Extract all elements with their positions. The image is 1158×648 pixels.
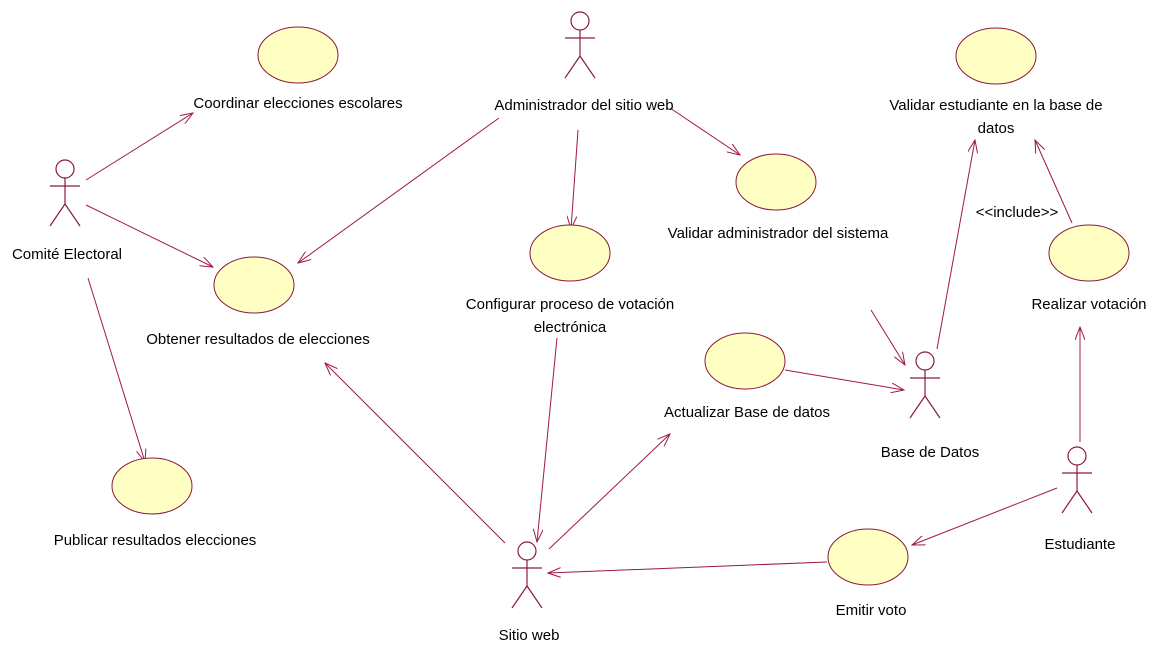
include-stereotype-label: <<include>> — [976, 204, 1059, 221]
actors-layer: Comité Electoral Administrador del sitio … — [12, 11, 1116, 644]
actor-label: Comité Electoral — [12, 246, 122, 263]
association-configurar-sitio — [537, 337, 558, 542]
actor-left-leg — [511, 585, 528, 609]
actor-label: Sitio web — [499, 627, 560, 644]
association-realizar-validarest — [1035, 140, 1073, 224]
usecase-label: Emitir voto — [836, 602, 907, 619]
association-admin-configurar — [571, 129, 579, 229]
usecase-label: datos — [978, 120, 1015, 137]
actor-left-leg — [564, 55, 581, 79]
actor-label: Administrador del sitio web — [494, 97, 673, 114]
usecase-label: Actualizar Base de datos — [664, 404, 830, 421]
usecase-label: Configurar proceso de votación — [466, 296, 674, 313]
usecase-label: Validar estudiante en la base de — [889, 97, 1102, 114]
actor-left-leg — [1061, 490, 1078, 514]
usecase-realizar[interactable]: Realizar votación — [1031, 224, 1147, 313]
association-comite-publicar — [87, 277, 145, 462]
actor-right-leg — [64, 203, 81, 227]
usecase-validarest[interactable]: Validar estudiante en la base de datos — [889, 27, 1103, 137]
relations-layer: <<include>> — [85, 107, 1080, 573]
association-estudiante-emitir — [912, 487, 1058, 545]
actor-estudiante[interactable]: Estudiante — [1045, 446, 1116, 553]
usecase-ellipse[interactable] — [111, 457, 193, 515]
usecase-label: Publicar resultados elecciones — [54, 532, 257, 549]
association-stub-basedatos — [870, 309, 905, 365]
association-comite-obtener — [85, 204, 213, 267]
usecase-ellipse[interactable] — [955, 27, 1037, 85]
usecase-ellipse[interactable] — [704, 332, 786, 390]
actor-head — [915, 351, 935, 371]
usecase-obtener[interactable]: Obtener resultados de elecciones — [146, 256, 370, 348]
association-sitio-actualizar — [548, 434, 670, 550]
actor-label: Estudiante — [1045, 536, 1116, 553]
usecase-label: Obtener resultados de elecciones — [146, 331, 369, 348]
usecase-configurar[interactable]: Configurar proceso de votación electrónic… — [466, 224, 674, 336]
actor-right-leg — [924, 395, 941, 419]
association-admin-validaradmin — [669, 107, 740, 155]
usecase-ellipse[interactable] — [529, 224, 611, 282]
usecase-coordinar[interactable]: Coordinar elecciones escolares — [193, 26, 403, 112]
actor-comite[interactable]: Comité Electoral — [12, 159, 122, 263]
association-admin-obtener — [298, 117, 500, 263]
usecase-ellipse[interactable] — [257, 26, 339, 84]
usecase-ellipse[interactable] — [213, 256, 295, 314]
actor-head — [570, 11, 590, 31]
actor-right-leg — [579, 55, 596, 79]
association-sitio-obtener — [325, 363, 506, 544]
association-comite-coordinar — [85, 113, 193, 181]
actor-admin[interactable]: Administrador del sitio web — [494, 11, 674, 114]
actor-basedatos[interactable]: Base de Datos — [881, 351, 979, 461]
actor-right-leg — [1076, 490, 1093, 514]
actor-head — [1067, 446, 1087, 466]
usecase-label: Coordinar elecciones escolares — [193, 95, 402, 112]
association-emitir-sitio — [548, 561, 828, 573]
usecase-validaradmin[interactable]: Validar administrador del sistema — [668, 153, 889, 242]
actor-head — [517, 541, 537, 561]
usecase-label: electrónica — [534, 319, 607, 336]
usecase-label: Validar administrador del sistema — [668, 225, 889, 242]
actor-label: Base de Datos — [881, 444, 979, 461]
actor-left-leg — [49, 203, 66, 227]
usecase-ellipse[interactable] — [1048, 224, 1130, 282]
usecase-publicar[interactable]: Publicar resultados elecciones — [54, 457, 257, 549]
actor-head — [55, 159, 75, 179]
usecase-actualizar[interactable]: Actualizar Base de datos — [664, 332, 830, 421]
usecase-label: Realizar votación — [1031, 296, 1146, 313]
usecase-ellipse[interactable] — [827, 528, 909, 586]
association-basedatos-validarest — [936, 140, 975, 350]
actor-right-leg — [526, 585, 543, 609]
actor-sitio[interactable]: Sitio web — [499, 541, 560, 644]
usecase-emitir[interactable]: Emitir voto — [827, 528, 909, 619]
actor-left-leg — [909, 395, 926, 419]
usecase-ellipse[interactable] — [735, 153, 817, 211]
association-actualizar-basedatos — [784, 369, 904, 390]
